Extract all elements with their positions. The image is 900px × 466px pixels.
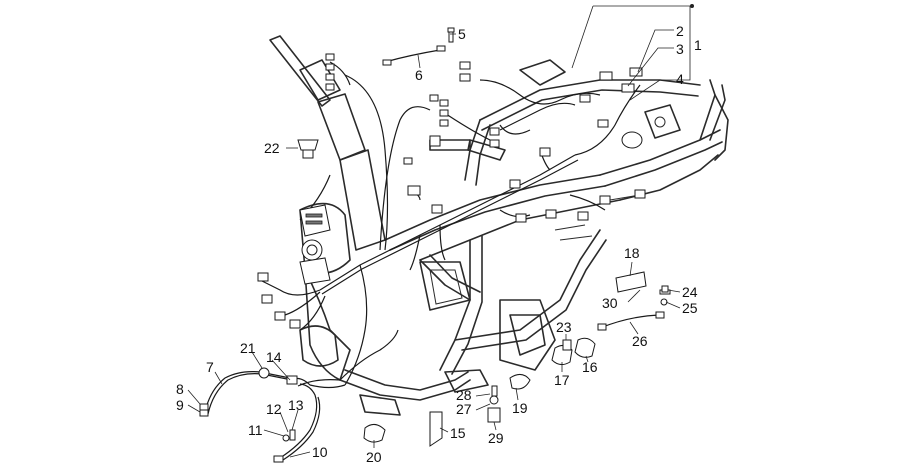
callout-14: 14: [266, 349, 282, 365]
callout-2: 2: [676, 23, 684, 39]
callout-1: 1: [694, 37, 702, 53]
callout-22: 22: [264, 140, 280, 156]
callout-11: 11: [248, 422, 263, 438]
callout-labels: 1 2 3 4 5 6 7 8 9 10 11 12 13 14 15 16 1…: [176, 23, 702, 465]
harness-connectors: [199, 27, 671, 463]
callout-12: 12: [266, 401, 282, 417]
callout-27: 27: [456, 401, 472, 417]
callout-3: 3: [676, 41, 684, 57]
callout-18: 18: [624, 245, 640, 261]
callout-25: 25: [682, 300, 698, 316]
callout-10: 10: [312, 444, 328, 460]
callout-15: 15: [450, 425, 466, 441]
callout-28: 28: [456, 387, 472, 403]
callout-26: 26: [632, 333, 648, 349]
callout-4: 4: [676, 71, 684, 87]
callout-7: 7: [206, 359, 214, 375]
callout-13: 13: [288, 397, 304, 413]
callout-20: 20: [366, 449, 382, 465]
callout-21: 21: [240, 340, 256, 356]
callout-8: 8: [176, 381, 184, 397]
callout-24: 24: [682, 284, 698, 300]
callout-5: 5: [458, 26, 466, 42]
callout-9: 9: [176, 397, 184, 413]
scooter-frame: [269, 35, 729, 416]
callout-6: 6: [415, 67, 423, 83]
callout-17: 17: [554, 372, 570, 388]
callout-19: 19: [512, 400, 528, 416]
callout-29: 29: [488, 430, 504, 446]
leader-lines: [187, 4, 694, 458]
callout-23: 23: [556, 319, 572, 335]
callout-30: 30: [602, 295, 618, 311]
callout-16: 16: [582, 359, 598, 375]
